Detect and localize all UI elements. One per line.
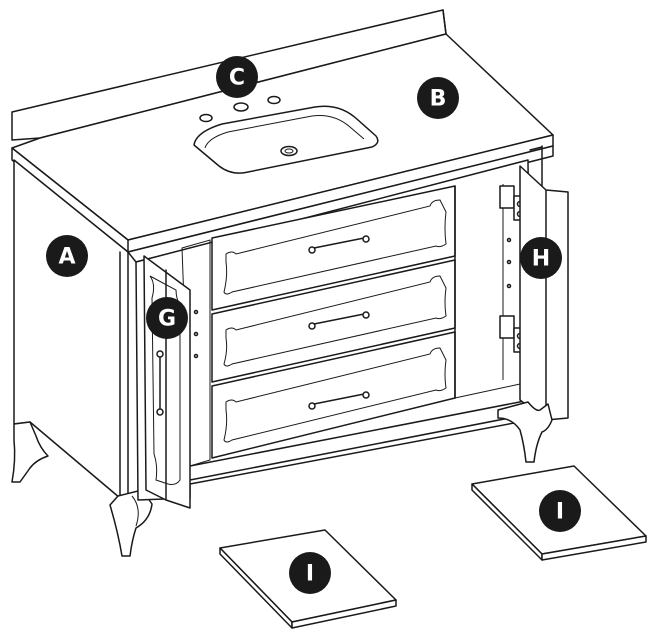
label-h: H [520, 237, 562, 279]
left-front-leg [109, 489, 153, 557]
label-g-text: G [158, 307, 176, 332]
right-cabinet-interior [454, 184, 521, 399]
label-g: G [146, 297, 188, 339]
left-rear-leg [11, 421, 49, 483]
label-i-left: I [289, 552, 331, 594]
label-a: A [46, 235, 88, 277]
label-c-text: C [229, 66, 245, 91]
label-c: C [216, 56, 258, 98]
left-door-handle [156, 350, 164, 416]
label-b: B [417, 77, 459, 119]
label-h-text: H [532, 247, 550, 272]
drawer-bottom-handle [308, 391, 370, 410]
label-i-left-text: I [306, 562, 314, 587]
right-front-leg [497, 401, 553, 463]
drawer-middle-handle [308, 311, 370, 330]
drawer-top-handle [308, 235, 370, 254]
sink-basin [193, 105, 379, 174]
right-door [519, 165, 569, 421]
left-door [143, 255, 199, 509]
faucet-holes [199, 95, 281, 123]
label-i-right-text: I [556, 500, 564, 525]
label-b-text: B [430, 87, 447, 112]
label-a-text: A [58, 245, 75, 270]
label-i-right: I [539, 490, 581, 532]
drawer-stack [211, 185, 456, 459]
